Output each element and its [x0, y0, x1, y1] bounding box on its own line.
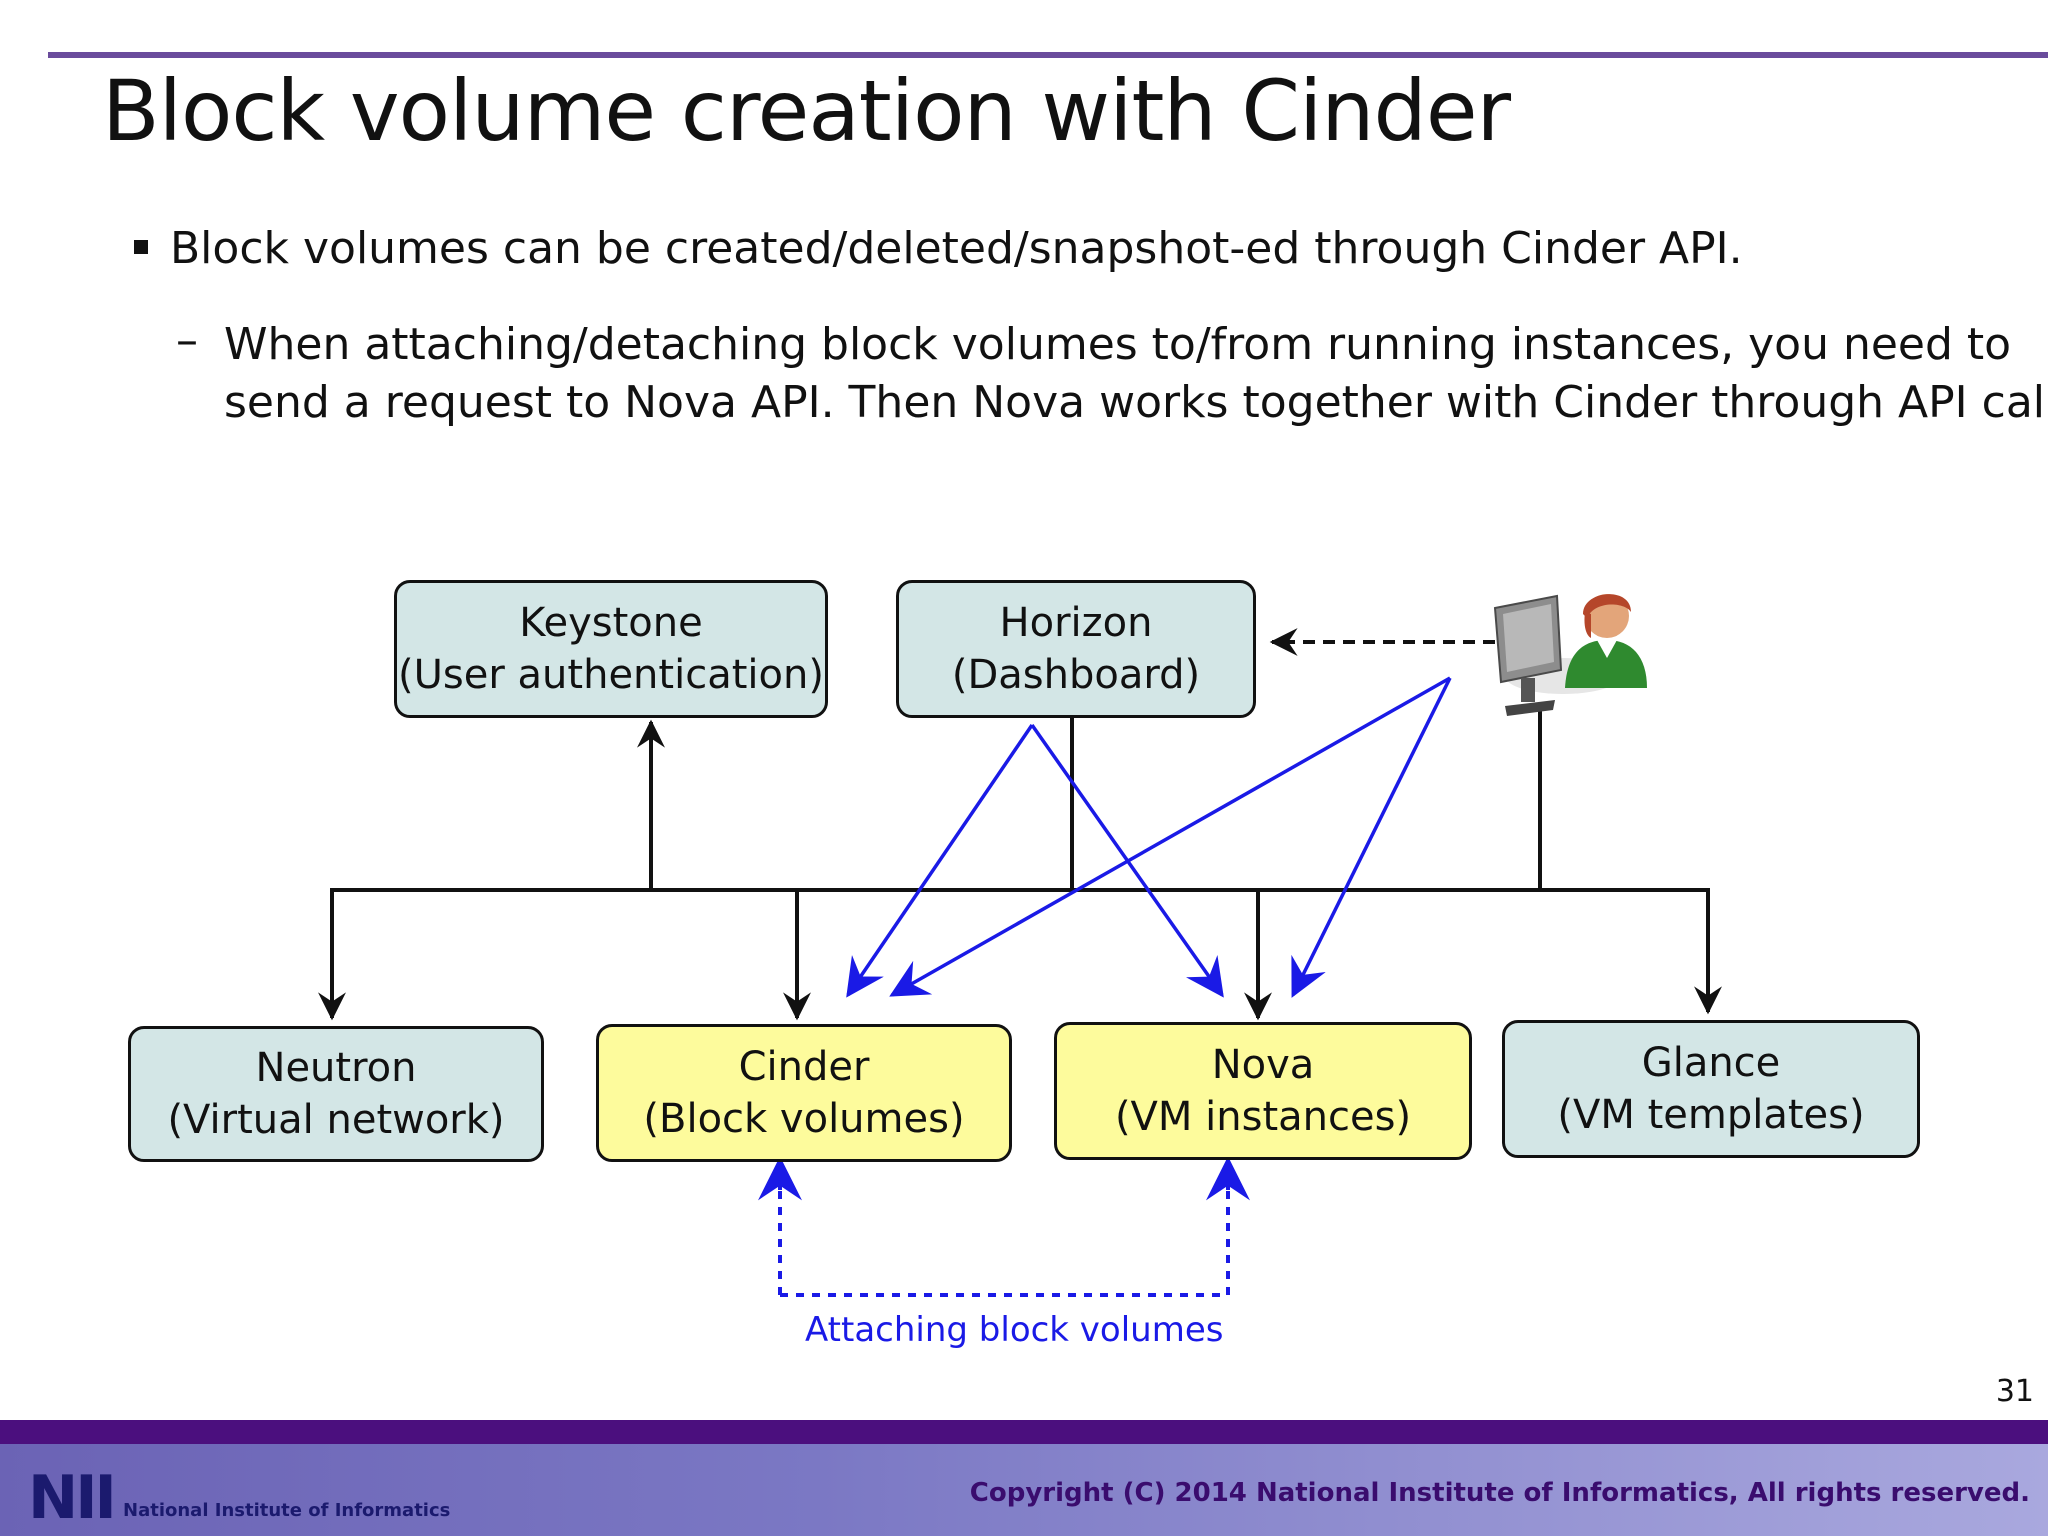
sub-bullet-text: When attaching/detaching block volumes t… — [224, 319, 2048, 428]
cinder-desc: (Block volumes) — [643, 1096, 965, 1142]
attaching-dotted-path — [778, 1170, 1230, 1297]
title-rule — [48, 52, 2048, 58]
nii-logo: NII — [28, 1463, 117, 1533]
copyright-text: Copyright (C) 2014 National Institute of… — [969, 1478, 2030, 1508]
bullet-square-icon — [134, 240, 148, 254]
glance-box: Glance (VM templates) — [1502, 1020, 1920, 1158]
keystone-desc: (User authentication) — [398, 652, 824, 698]
nova-name: Nova — [1211, 1042, 1315, 1088]
attaching-caption: Attaching block volumes — [805, 1310, 1224, 1350]
glance-name: Glance — [1641, 1040, 1781, 1086]
cinder-box: Cinder (Block volumes) — [596, 1024, 1012, 1162]
keystone-name: Keystone — [519, 600, 703, 646]
page-number: 31 — [1995, 1374, 2034, 1409]
nii-logo-text: National Institute of Informatics — [123, 1500, 451, 1521]
neutron-name: Neutron — [255, 1045, 417, 1091]
nova-desc: (VM instances) — [1114, 1094, 1412, 1140]
bullet-text: Block volumes can be created/deleted/sna… — [170, 223, 1743, 274]
neutron-box: Neutron (Virtual network) — [128, 1026, 544, 1162]
footer-band — [0, 1420, 2048, 1444]
glance-desc: (VM templates) — [1557, 1092, 1865, 1138]
cinder-name: Cinder — [738, 1044, 870, 1090]
keystone-box: Keystone (User authentication) — [394, 580, 828, 718]
user-at-computer-icon — [1493, 594, 1647, 716]
footer: NII National Institute of Informatics Co… — [0, 1420, 2048, 1536]
horizon-name: Horizon — [999, 600, 1153, 646]
horizon-box: Horizon (Dashboard) — [896, 580, 1256, 718]
slide-title: Block volume creation with Cinder — [102, 62, 1511, 160]
footer-gradient — [0, 1444, 2048, 1536]
horizon-desc: (Dashboard) — [951, 652, 1201, 698]
neutron-desc: (Virtual network) — [167, 1097, 505, 1143]
blue-horizon-to-cinder — [846, 724, 1034, 998]
nova-box: Nova (VM instances) — [1054, 1022, 1472, 1160]
blue-user-to-cinder — [889, 676, 1451, 997]
blue-user-to-nova — [1291, 677, 1452, 998]
sub-bullet-dash: – — [176, 315, 198, 366]
